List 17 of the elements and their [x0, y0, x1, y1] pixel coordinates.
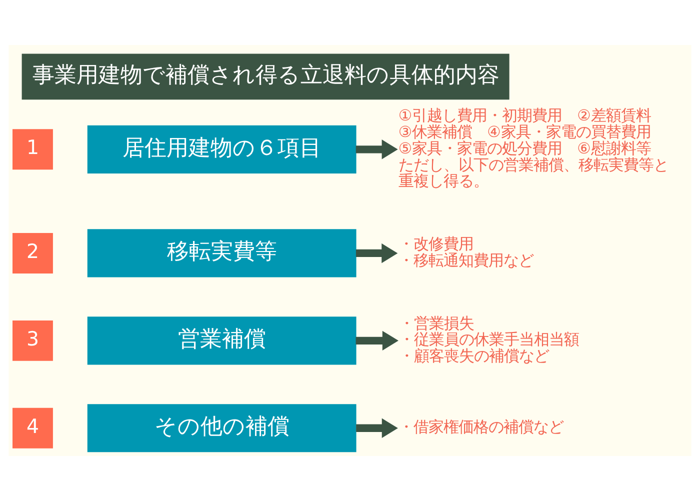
node-box: 2: [12, 232, 53, 273]
arrow: [356, 418, 398, 438]
node-box: 3: [12, 320, 53, 360]
node-box: 営業補償: [87, 316, 356, 364]
node-text: ・営業損失 ・従業員の休業手当相当額 ・顧客喪失の補償など: [398, 314, 579, 365]
arrow: [356, 139, 398, 159]
node-box: その他の補償: [87, 404, 356, 452]
node-text: ・改修費用 ・移転通知費用など: [398, 234, 534, 269]
arrow: [356, 242, 398, 263]
node-box: 4: [12, 407, 53, 448]
diagram-title: 事業用建物で補償され得る立退料の具体的内容: [32, 62, 500, 88]
node-box: 移転実費等: [87, 228, 356, 277]
node-text: ①引越し費用・初期費用 ②差額賃料 ③休業補償 ④家具・家電の買替費用 ⑤家具・家電の処分費用 ⑥慰謝料等 ただし、以下の営業補償、移転実費等と重複し得る。: [398, 106, 668, 190]
arrow: [356, 330, 398, 350]
node-box: 居住用建物の６項目: [87, 124, 356, 173]
node-box: 1: [12, 128, 53, 170]
node-text: ・借家権価格の補償など: [398, 418, 564, 436]
